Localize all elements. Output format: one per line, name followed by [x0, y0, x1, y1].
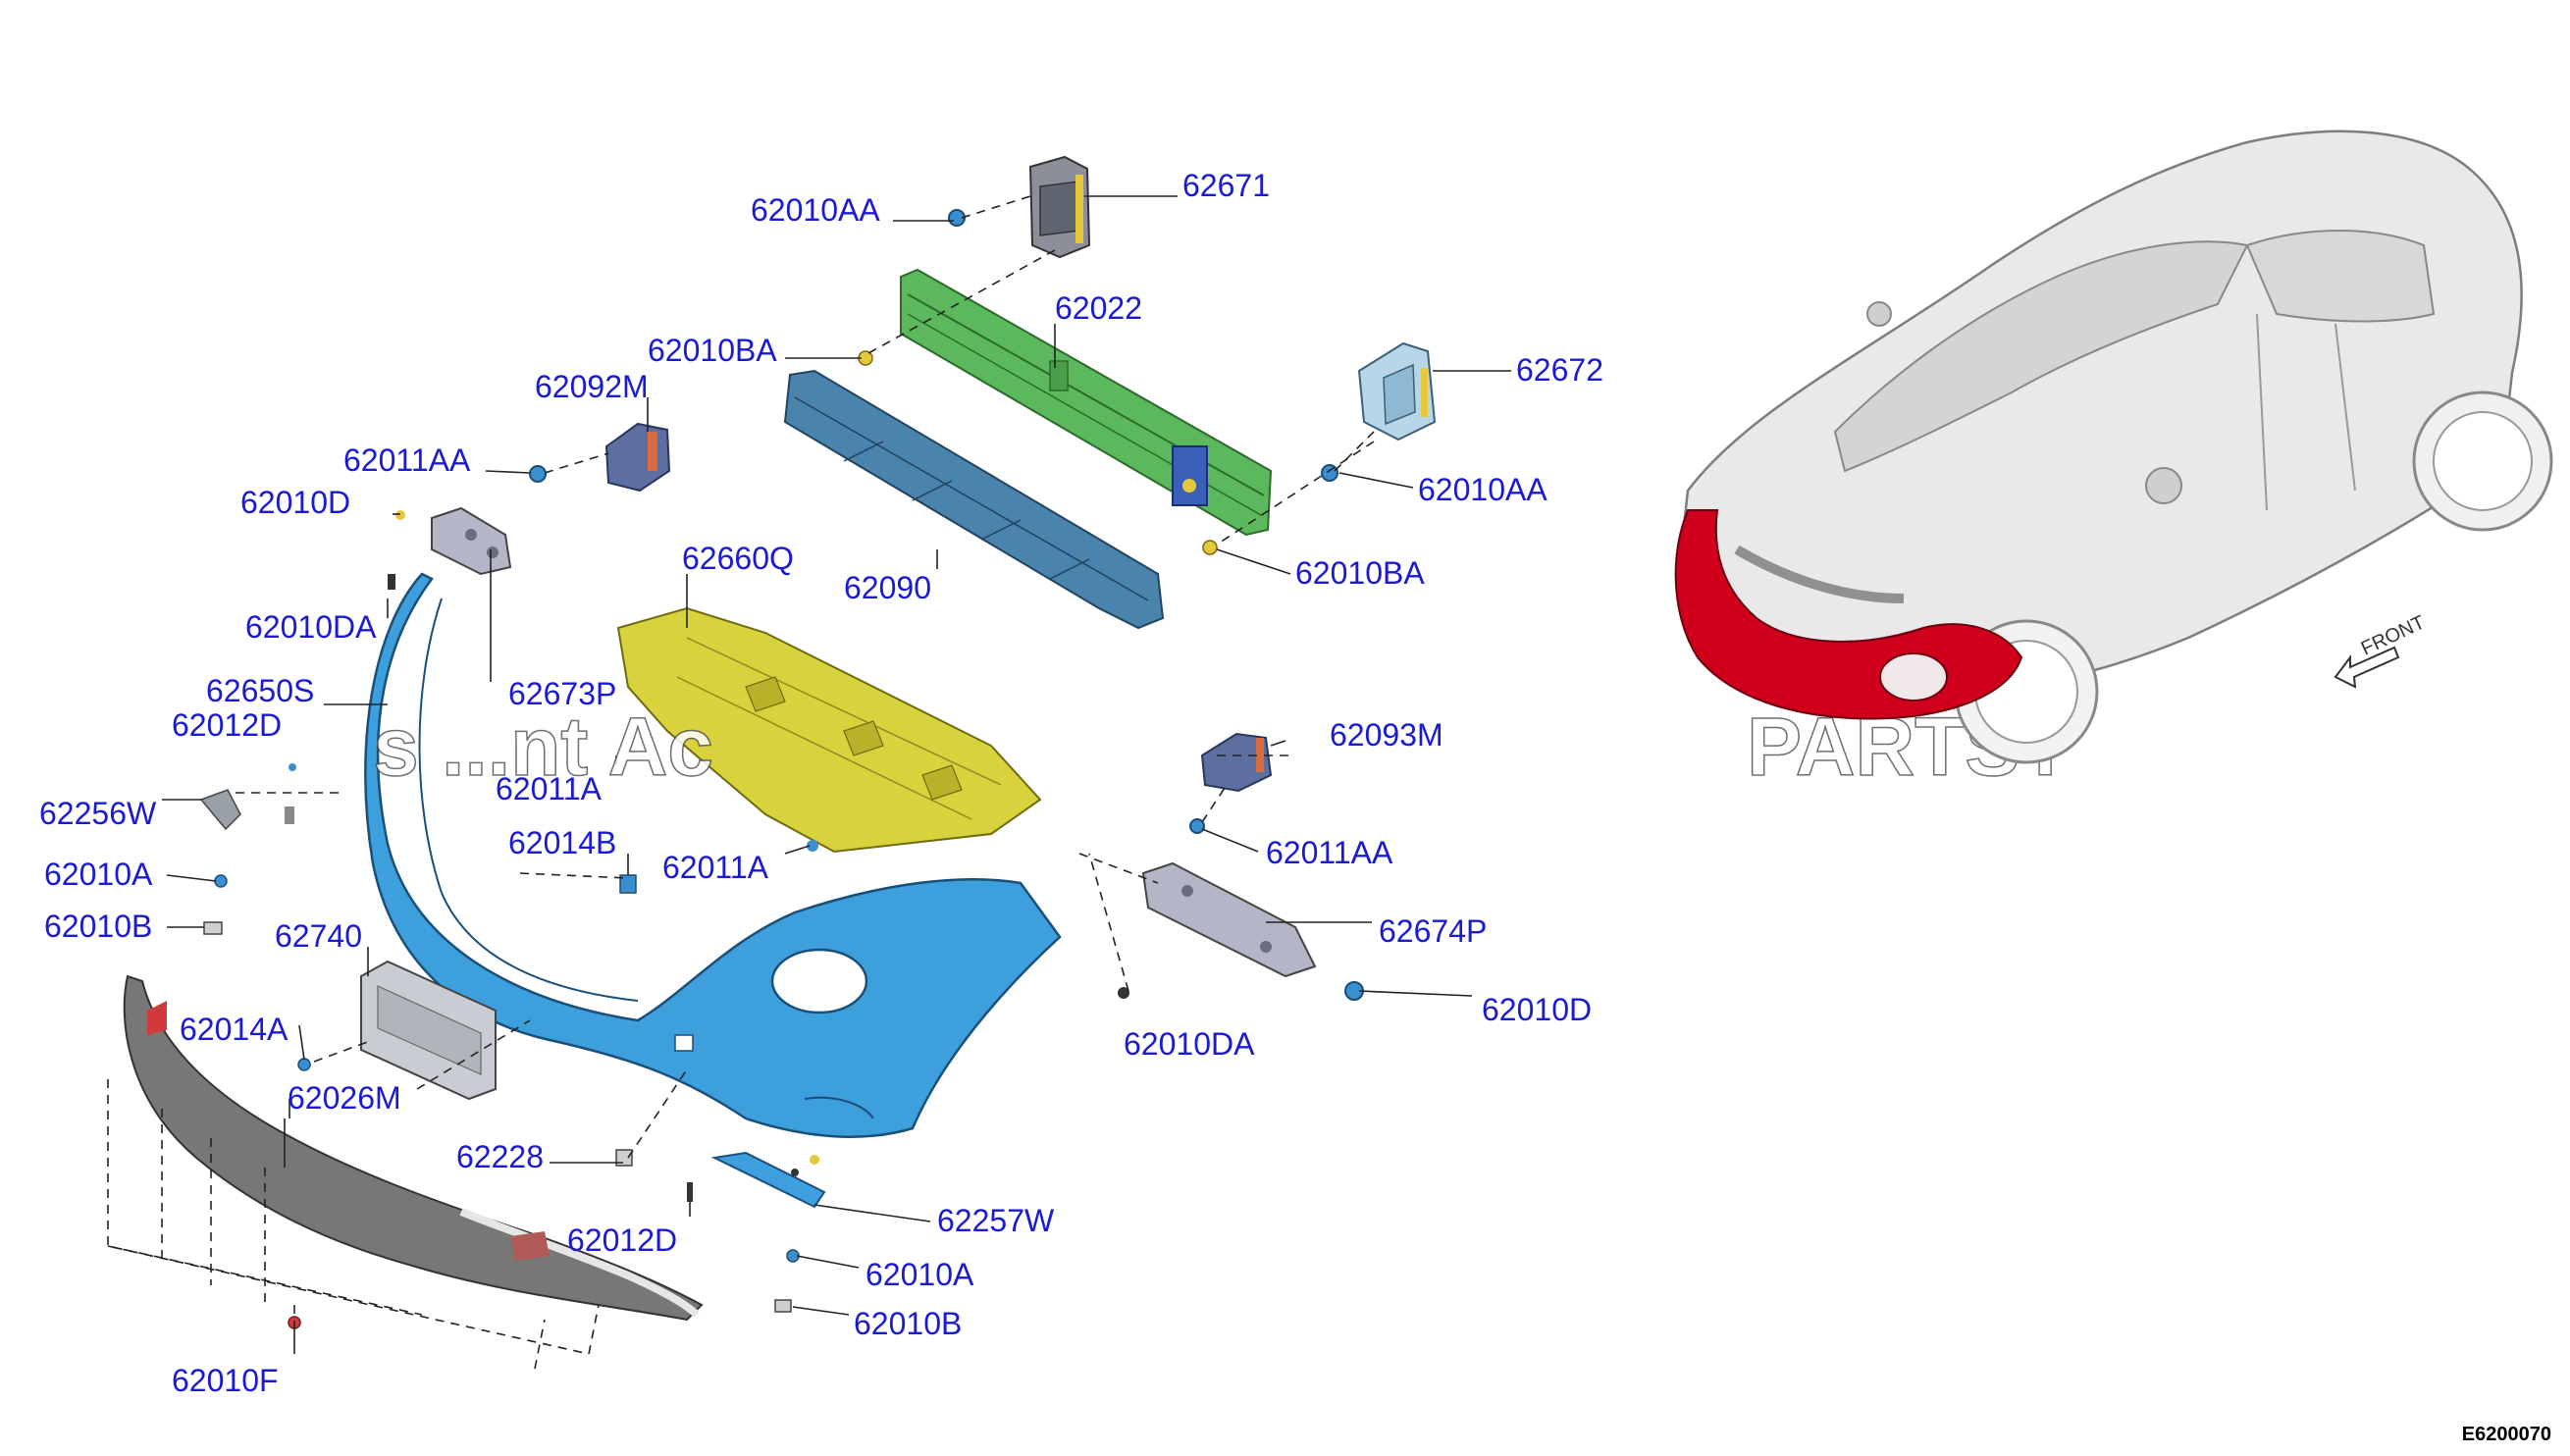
- part-label-62674p: 62674P: [1379, 913, 1487, 949]
- part-label-62010a_2: 62010A: [865, 1257, 974, 1292]
- lower-spoiler-art: [123, 974, 704, 1329]
- part-label-62650s: 62650S: [206, 673, 314, 708]
- part-label-62011a_2: 62011A: [662, 850, 769, 885]
- part-label-62010b_1: 62010B: [44, 909, 152, 944]
- part-label-62014b: 62014B: [508, 825, 616, 860]
- part-label-62010f: 62010F: [172, 1363, 279, 1398]
- bracket-62257w-art: [710, 1151, 826, 1209]
- assembly-dashed-lines: [107, 195, 1375, 1370]
- part-label-62012d_2: 62012D: [567, 1222, 677, 1258]
- part-label-62093m: 62093M: [1330, 717, 1443, 753]
- part-label-62010b_2: 62010B: [854, 1306, 962, 1341]
- part-label-62011aa_2: 62011AA: [1266, 835, 1393, 870]
- bolt-62012d-art: [687, 1182, 693, 1202]
- bracket-62228-art: [615, 1149, 633, 1167]
- part-label-62014a: 62014A: [180, 1012, 288, 1047]
- part-label-62010ba_1: 62010BA: [648, 333, 777, 368]
- front-label: FRONT: [2358, 611, 2429, 659]
- part-label-62010d_1: 62010D: [240, 485, 350, 520]
- part-label-62010a_1: 62010A: [44, 857, 153, 892]
- drawing-code: E6200070: [2462, 1424, 2551, 1445]
- parts-artwork: [123, 155, 1437, 1329]
- vehicle-illustration: FRONT: [1674, 130, 2553, 764]
- part-label-62011a_1: 62011A: [496, 771, 603, 806]
- bracket-62672-art: [1321, 341, 1437, 482]
- part-label-62673p: 62673P: [508, 676, 616, 711]
- bracket-62092m-art: [395, 422, 671, 520]
- part-label-62671: 62671: [1182, 168, 1270, 203]
- reinforcement-62022-art: [858, 268, 1273, 555]
- bracket-62093m-art: [1189, 732, 1273, 834]
- part-label-62090: 62090: [844, 570, 931, 605]
- part-label-62740: 62740: [275, 918, 362, 954]
- part-label-62092m: 62092M: [535, 369, 649, 404]
- part-label-62012d_1: 62012D: [172, 707, 282, 743]
- bracket-62673p-art: [388, 506, 512, 590]
- undercover-62660q-art: [616, 606, 1042, 854]
- front-direction-arrow: FRONT: [2334, 611, 2429, 689]
- absorber-62090-art: [783, 369, 1165, 630]
- part-label-62228: 62228: [456, 1139, 544, 1174]
- part-label-62026m: 62026M: [288, 1080, 401, 1116]
- bracket-62256w-art: [199, 763, 296, 831]
- part-label-62010aa_2: 62010AA: [1418, 472, 1547, 507]
- part-label-62660q: 62660Q: [682, 541, 794, 576]
- part-label-62256w: 62256W: [39, 796, 157, 831]
- part-label-62672: 62672: [1516, 352, 1603, 388]
- part-label-62010da_1: 62010DA: [245, 609, 377, 645]
- watermark-text-left: s ...nt Ac: [373, 701, 713, 793]
- part-labels: 62671 62010AA 62022 62010BA 62672 62092M 62011…: [39, 168, 1603, 1398]
- part-label-62010da_2: 62010DA: [1124, 1026, 1255, 1062]
- part-label-62010ba_2: 62010BA: [1295, 555, 1425, 591]
- part-label-62010d_2: 62010D: [1482, 992, 1592, 1027]
- part-label-62257w: 62257W: [937, 1203, 1055, 1238]
- bracket-62674p-art: [1141, 861, 1364, 1001]
- license-bracket-62740-art: [297, 960, 497, 1101]
- part-label-62010aa_1: 62010AA: [751, 192, 880, 228]
- bumper-fascia-62650s-art: [364, 572, 1129, 1138]
- part-label-62011aa_1: 62011AA: [343, 442, 471, 478]
- leader-lines: [162, 195, 1511, 1354]
- bracket-62671-art: [948, 155, 1091, 259]
- part-label-62022: 62022: [1055, 290, 1142, 326]
